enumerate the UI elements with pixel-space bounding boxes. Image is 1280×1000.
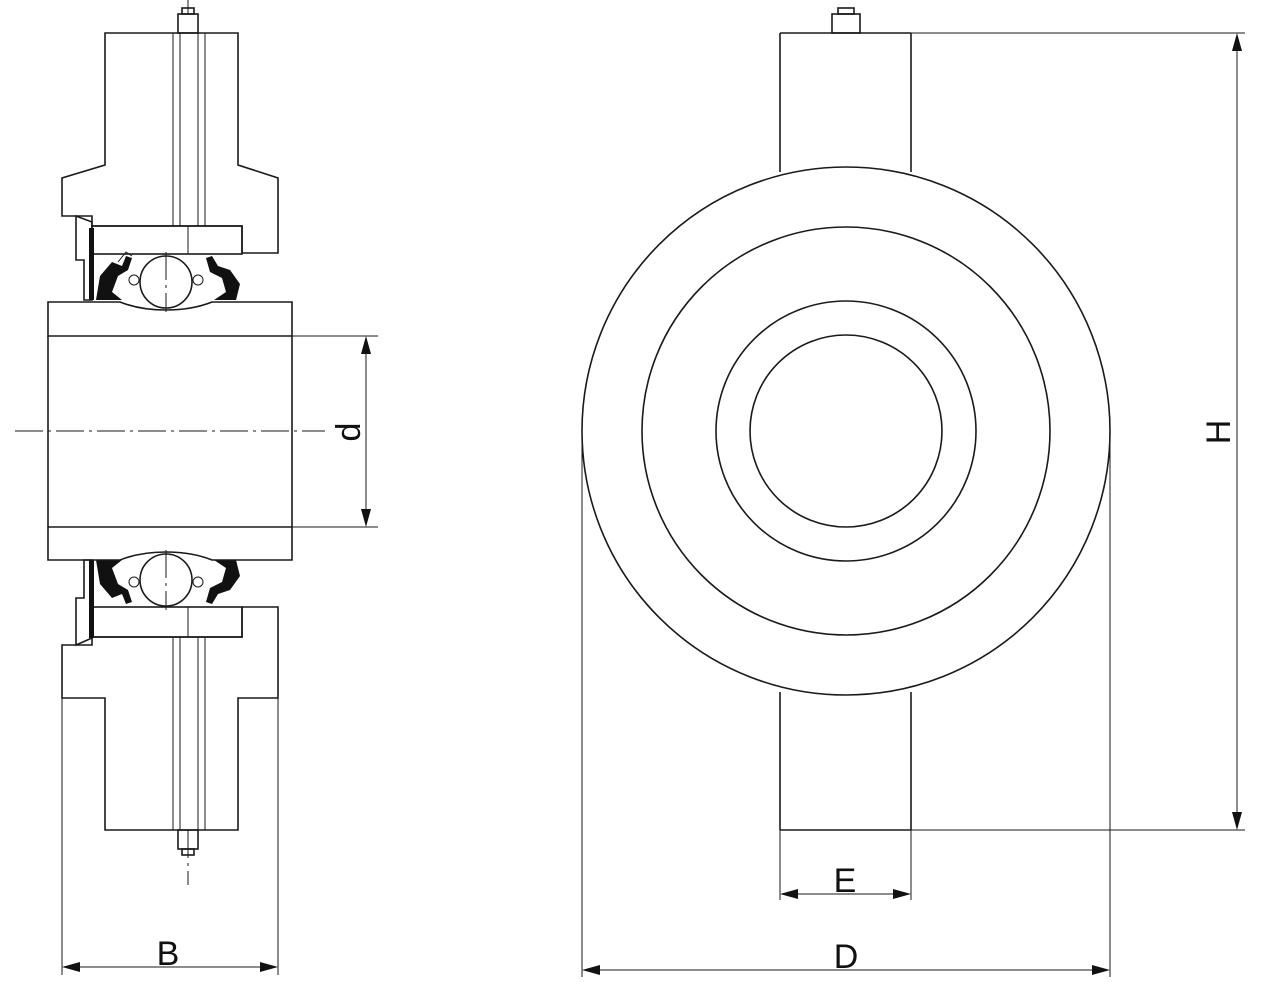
side-plate-upper: [75, 214, 94, 301]
bearing-outer-circle: [641, 226, 1051, 636]
seal-lower-right: [206, 560, 240, 604]
inner-ring-outer-circle: [715, 300, 977, 562]
bore-circle: [749, 334, 943, 528]
ball-upper: [128, 252, 204, 312]
dimension-b: B: [61, 698, 279, 975]
inner-ring-upper: [47, 301, 293, 337]
housing-stem: [779, 32, 912, 831]
outer-ring-upper: [91, 225, 243, 255]
housing-lower-section: [61, 606, 279, 831]
dimension-h: H: [911, 32, 1245, 831]
dimension-e: E: [779, 830, 912, 900]
inner-ring-lower: [47, 526, 293, 561]
seal-upper-left: [96, 251, 133, 300]
section-view: d B: [15, 0, 378, 975]
seal-upper-right: [206, 256, 240, 300]
side-plate-lower: [75, 559, 94, 647]
dimension-label-e: E: [834, 862, 857, 900]
dimension-d: d: [292, 335, 378, 528]
housing-upper-section: [61, 32, 279, 254]
dimension-label-d: d: [330, 423, 368, 442]
dimension-label-d-outer: D: [834, 938, 859, 976]
seal-lower-left: [96, 560, 132, 604]
side-view: H E D: [581, 7, 1245, 977]
ball-lower: [128, 550, 204, 610]
dimension-d-outer: D: [581, 431, 1111, 977]
grease-nipple-side-view: [831, 7, 861, 34]
dimension-label-h: H: [1200, 420, 1238, 445]
outer-ring-lower: [91, 606, 243, 638]
dimension-label-b: B: [157, 935, 180, 973]
housing-outer-circle: [581, 166, 1111, 696]
